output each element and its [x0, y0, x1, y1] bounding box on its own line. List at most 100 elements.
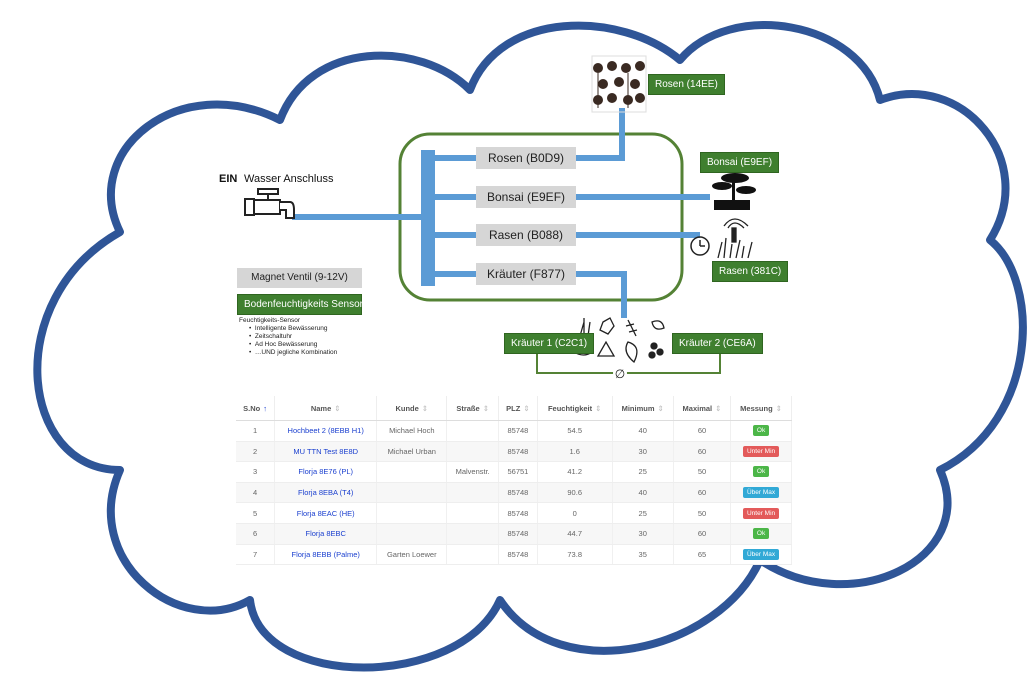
legend-notes-title: Feuchtigkeits-Sensor	[239, 317, 301, 324]
cell-max: 65	[673, 544, 732, 566]
legend-note: • Zeitschaltuhr	[249, 333, 293, 340]
cell-name[interactable]: Hochbeet 2 (8EBB H1)	[274, 420, 378, 442]
cell-kunde: Michael Hoch	[376, 420, 448, 442]
status-badge: Ok	[752, 425, 770, 437]
cell-min: 25	[612, 461, 674, 483]
herbs-icon	[573, 317, 665, 364]
col-header-name[interactable]: Name⇕	[274, 396, 378, 421]
cell-name[interactable]: MU TTN Test 8E8D	[274, 441, 378, 463]
legend-valve: Magnet Ventil (9-12V)	[237, 268, 362, 288]
cell-name[interactable]: Florja 8EAC (HE)	[274, 502, 378, 524]
col-header-sno[interactable]: S.No↑	[236, 396, 276, 421]
cell-no: 7	[236, 544, 276, 566]
supply-title: Wasser Anschluss	[244, 173, 334, 185]
cell-max: 60	[673, 482, 732, 504]
cell-messung: Über Max	[730, 544, 792, 566]
cell-feucht: 73.8	[537, 544, 613, 566]
channel-rasen: Rasen (B088)	[476, 224, 576, 246]
col-header-minimum[interactable]: Minimum⇕	[612, 396, 674, 421]
cell-strasse	[446, 441, 499, 463]
cell-plz: 85748	[498, 502, 538, 524]
cell-kunde	[376, 523, 448, 545]
cell-strasse	[446, 502, 499, 524]
divider-circle	[613, 366, 627, 380]
cell-kunde: Michael Urban	[376, 441, 448, 463]
cell-kunde	[376, 461, 448, 483]
cell-min: 30	[612, 441, 674, 463]
legend-note: • Ad Hoc Bewässerung	[249, 341, 318, 348]
cell-strasse	[446, 420, 499, 442]
herbs-connector	[536, 350, 721, 374]
cell-no: 4	[236, 482, 276, 504]
water-pipes	[292, 108, 710, 318]
cell-max: 60	[673, 441, 732, 463]
cell-name[interactable]: Florja 8EBC	[274, 523, 378, 545]
label-kraeuter-1: Kräuter 1 (C2C1)	[504, 333, 595, 354]
cell-plz: 85748	[498, 523, 538, 545]
faucet-icon	[244, 188, 295, 219]
status-badge: Unter Min	[742, 445, 780, 457]
roses-frame	[591, 55, 647, 113]
label-bonsai: Bonsai (E9EF)	[700, 152, 780, 173]
legend-notes: Feuchtigkeits-Sensor • Intelligente Bewä…	[239, 317, 337, 357]
col-header-strasse[interactable]: Straße⇕	[446, 396, 499, 421]
cell-no: 2	[236, 441, 276, 463]
status-badge: Ok	[752, 528, 770, 540]
col-header-maximal[interactable]: Maximal⇕	[673, 396, 732, 421]
cell-messung: Über Max	[730, 482, 792, 504]
channel-bonsai: Bonsai (E9EF)	[476, 186, 576, 208]
cell-kunde: Garten Loewer	[376, 544, 448, 566]
cell-min: 40	[612, 482, 674, 504]
cell-feucht: 90.6	[537, 482, 613, 504]
cell-messung: Unter Min	[730, 502, 792, 524]
cell-feucht: 44.7	[537, 523, 613, 545]
label-kraeuter-2: Kräuter 2 (CE6A)	[672, 333, 763, 354]
lawn-sprinkler-icon	[717, 218, 753, 259]
sensor-table: S.No↑ Name⇕ Kunde⇕ Straße⇕ PLZ⇕ Feuchtig…	[236, 396, 792, 566]
cell-messung: Unter Min	[730, 441, 792, 463]
cell-max: 50	[673, 461, 732, 483]
cell-feucht: 41.2	[537, 461, 613, 483]
cell-messung: Ok	[730, 420, 792, 442]
cell-feucht: 0	[537, 502, 613, 524]
cell-feucht: 1.6	[537, 441, 613, 463]
cell-strasse	[446, 523, 499, 545]
cell-plz: 85748	[498, 420, 538, 442]
col-header-plz[interactable]: PLZ⇕	[498, 396, 538, 421]
cell-plz: 56751	[498, 461, 538, 483]
col-header-messung[interactable]: Messung⇕	[730, 396, 792, 421]
status-badge: Unter Min	[742, 507, 780, 519]
cell-no: 1	[236, 420, 276, 442]
cell-kunde	[376, 502, 448, 524]
cell-name[interactable]: Florja 8E76 (PL)	[274, 461, 378, 483]
cell-plz: 85748	[498, 544, 538, 566]
divider-symbol: ∅	[615, 367, 625, 381]
cell-plz: 85748	[498, 441, 538, 463]
cell-max: 60	[673, 420, 732, 442]
supply-ein: EIN	[219, 173, 237, 185]
cell-strasse: Malvenstr.	[446, 461, 499, 483]
cell-no: 3	[236, 461, 276, 483]
cell-name[interactable]: Florja 8EBB (Palme)	[274, 544, 378, 566]
col-header-feuchtigkeit[interactable]: Feuchtigkeit⇕	[537, 396, 613, 421]
cell-plz: 85748	[498, 482, 538, 504]
col-header-kunde[interactable]: Kunde⇕	[376, 396, 448, 421]
label-rosen: Rosen (14EE)	[648, 74, 725, 95]
cell-name[interactable]: Florja 8EBA (T4)	[274, 482, 378, 504]
cell-min: 30	[612, 523, 674, 545]
channel-kraeuter: Kräuter (F877)	[476, 263, 576, 285]
label-rasen: Rasen (381C)	[712, 261, 789, 282]
cell-strasse	[446, 482, 499, 504]
cell-feucht: 54.5	[537, 420, 613, 442]
cell-max: 50	[673, 502, 732, 524]
cell-no: 6	[236, 523, 276, 545]
cell-messung: Ok	[730, 461, 792, 483]
cell-messung: Ok	[730, 523, 792, 545]
